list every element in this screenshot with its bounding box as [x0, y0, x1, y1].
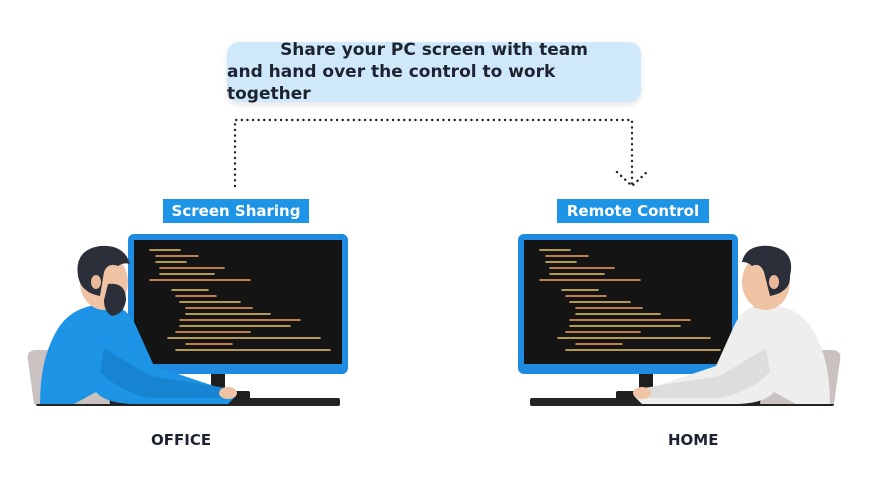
- person-icon: [40, 245, 237, 404]
- person-icon: [633, 245, 830, 404]
- headline-banner: Share your PC screen with team and hand …: [227, 40, 641, 104]
- home-workstation: [518, 234, 841, 406]
- headline-line-2: and hand over the control to work togeth…: [227, 62, 556, 104]
- remote-control-label: Remote Control: [557, 199, 709, 223]
- home-caption: HOME: [668, 431, 719, 449]
- monitor-icon: [518, 234, 738, 374]
- office-workstation: [27, 234, 348, 406]
- dotted-arrow-icon: [233, 118, 649, 188]
- monitor-icon: [128, 234, 348, 374]
- office-caption: OFFICE: [151, 431, 212, 449]
- screen-sharing-label: Screen Sharing: [163, 199, 309, 223]
- headline-line-1: Share your PC screen with team: [280, 40, 588, 60]
